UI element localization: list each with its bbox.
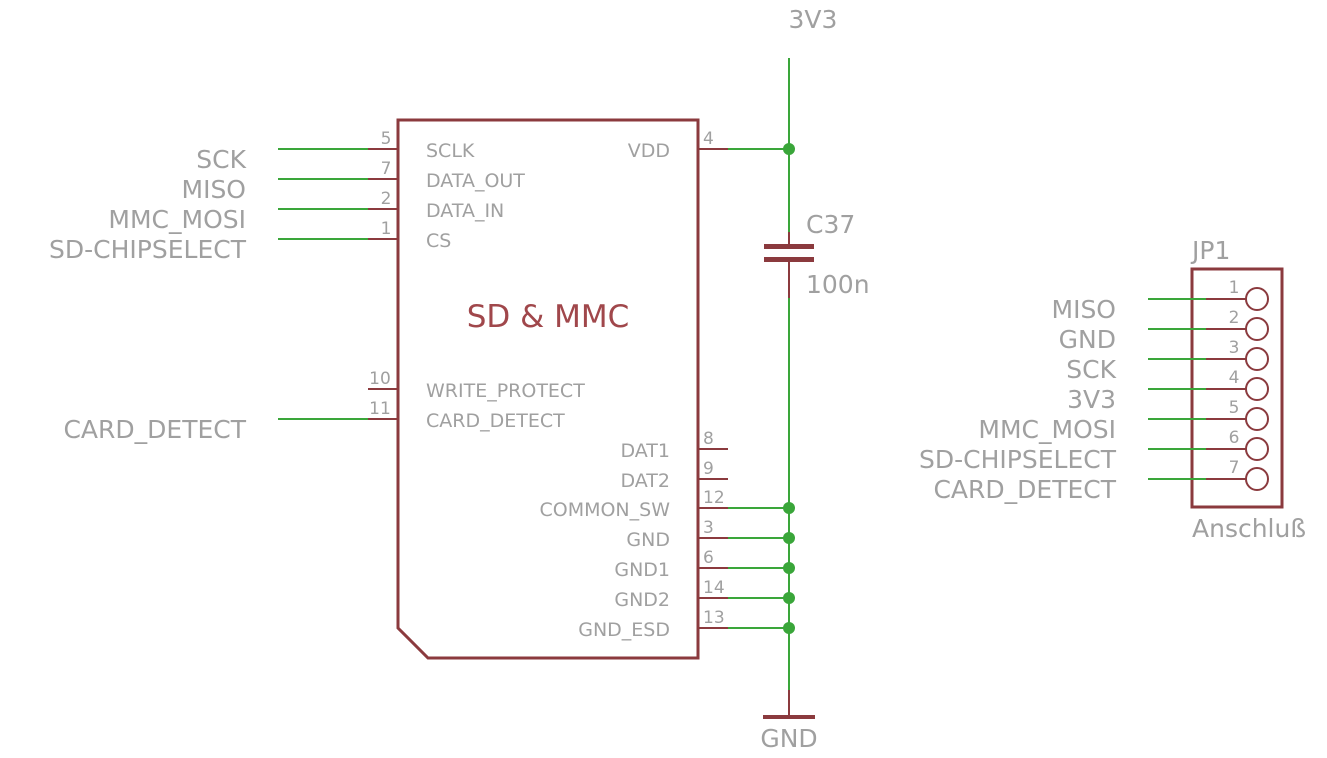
svg-text:GND2: GND2 (614, 589, 670, 611)
power-gnd-label: GND (760, 724, 817, 753)
svg-text:CS: CS (426, 230, 451, 252)
sd-mmc-body (396, 118, 700, 660)
left-pin-card-detect: 11 CARD_DETECT CARD_DETECT (63, 399, 565, 444)
junction-dot-gnd2 (783, 592, 795, 604)
right-pin-gnd: 3 GND (626, 518, 789, 551)
svg-text:2: 2 (381, 189, 392, 209)
jp1-pin-5: 5 MMC_MOSI (978, 398, 1269, 444)
capacitor-value: 100n (806, 270, 870, 299)
svg-text:10: 10 (369, 369, 391, 389)
svg-text:13: 13 (703, 608, 725, 628)
svg-text:DATA_IN: DATA_IN (426, 200, 504, 222)
right-pin-gnd2: 14 GND2 (614, 578, 789, 611)
jp1-value: Anschluß (1192, 514, 1306, 543)
junction-dot-gnd1 (783, 562, 795, 574)
left-pin-data-out: 7 DATA_OUT MISO (182, 159, 526, 204)
left-pin-write-protect: 10 WRITE_PROTECT (368, 369, 585, 402)
jp1-pin-1: 1 MISO (1052, 278, 1269, 324)
capacitor-name: C37 (806, 210, 855, 239)
junction-dot-gnd (783, 532, 795, 544)
svg-text:COMMON_SW: COMMON_SW (539, 499, 670, 521)
svg-text:GND: GND (626, 529, 670, 551)
svg-text:GND: GND (1059, 325, 1116, 354)
svg-text:CARD_DETECT: CARD_DETECT (63, 415, 246, 444)
svg-text:MISO: MISO (182, 175, 247, 204)
svg-text:8: 8 (703, 429, 714, 449)
svg-text:5: 5 (381, 129, 392, 149)
svg-text:GND_ESD: GND_ESD (578, 619, 670, 641)
right-pin-dat1: 8 DAT1 (620, 429, 728, 462)
jp1-name: JP1 (1190, 236, 1230, 265)
svg-text:3: 3 (703, 518, 714, 538)
svg-text:7: 7 (1229, 458, 1240, 478)
svg-text:7: 7 (381, 159, 392, 179)
right-pin-dat2: 9 DAT2 (620, 459, 728, 492)
svg-text:CARD_DETECT: CARD_DETECT (933, 475, 1116, 504)
right-pin-common-sw: 12 COMMON_SW (539, 488, 789, 521)
svg-text:MISO: MISO (1052, 295, 1117, 324)
jp1-pin-4: 4 3V3 (1067, 368, 1269, 414)
svg-text:SCK: SCK (196, 145, 246, 174)
svg-text:CARD_DETECT: CARD_DETECT (426, 410, 565, 432)
svg-text:DAT2: DAT2 (620, 470, 670, 492)
svg-text:3: 3 (1229, 338, 1240, 358)
svg-text:1: 1 (381, 219, 392, 239)
svg-text:6: 6 (703, 548, 714, 568)
svg-text:1: 1 (1229, 278, 1240, 298)
jp1-pin-3: 3 SCK (1066, 338, 1269, 384)
svg-text:11: 11 (369, 399, 391, 419)
svg-text:SCK: SCK (1066, 355, 1116, 384)
gnd-symbol (763, 690, 815, 719)
svg-text:SD-CHIPSELECT: SD-CHIPSELECT (49, 235, 247, 264)
svg-text:DATA_OUT: DATA_OUT (426, 170, 525, 192)
svg-text:2: 2 (1229, 308, 1240, 328)
jp1-pin-6: 6 SD-CHIPSELECT (919, 428, 1269, 474)
left-pin-data-in: 2 DATA_IN MMC_MOSI (108, 189, 504, 234)
svg-text:VDD: VDD (628, 140, 670, 162)
svg-text:9: 9 (703, 459, 714, 479)
svg-text:SCLK: SCLK (426, 140, 475, 162)
junction-dot-gnd-esd (783, 622, 795, 634)
svg-text:4: 4 (703, 129, 714, 149)
left-pin-cs: 1 CS SD-CHIPSELECT (49, 219, 451, 264)
right-pin-gnd1: 6 GND1 (614, 548, 789, 581)
left-pin-sclk: 5 SCLK SCK (196, 129, 475, 174)
jp1-pin-7: 7 CARD_DETECT (933, 458, 1269, 504)
capacitor-c37 (764, 232, 814, 298)
right-pin-vdd: 4 VDD (628, 129, 789, 162)
svg-text:DAT1: DAT1 (620, 440, 670, 462)
svg-text:MMC_MOSI: MMC_MOSI (978, 415, 1116, 444)
svg-text:WRITE_PROTECT: WRITE_PROTECT (426, 380, 585, 402)
right-pin-gnd-esd: 13 GND_ESD (578, 608, 789, 641)
svg-text:14: 14 (703, 578, 725, 598)
power-3v3-label: 3V3 (789, 5, 838, 34)
junction-dot-vdd (783, 143, 795, 155)
jp1-pin-2: 2 GND (1059, 308, 1269, 354)
sd-mmc-title: SD & MMC (467, 299, 630, 335)
svg-text:4: 4 (1229, 368, 1240, 388)
svg-text:6: 6 (1229, 428, 1240, 448)
svg-text:5: 5 (1229, 398, 1240, 418)
svg-text:SD-CHIPSELECT: SD-CHIPSELECT (919, 445, 1117, 474)
svg-text:12: 12 (703, 488, 725, 508)
svg-text:GND1: GND1 (614, 559, 670, 581)
junction-dot-common-sw (783, 502, 795, 514)
svg-text:3V3: 3V3 (1067, 385, 1116, 414)
svg-text:MMC_MOSI: MMC_MOSI (108, 205, 246, 234)
